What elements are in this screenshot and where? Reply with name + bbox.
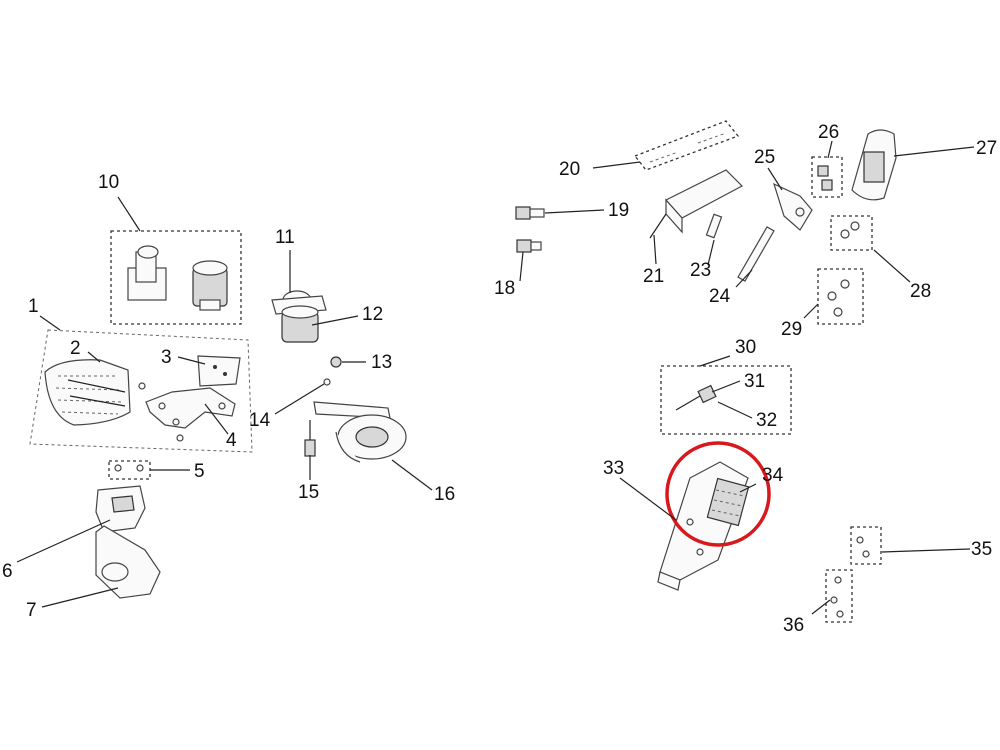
part-5-clip bbox=[114, 464, 122, 472]
part-labels: 1 2 3 4 5 6 7 10 11 12 13 14 15 16 18 19… bbox=[2, 122, 997, 636]
part-26-nut bbox=[821, 179, 833, 191]
part-13-nut bbox=[330, 356, 342, 368]
part-20-slot bbox=[697, 132, 727, 144]
part-31-connector bbox=[675, 384, 717, 411]
part-18-bolt bbox=[516, 239, 542, 253]
group-box-29 bbox=[817, 268, 864, 325]
part-36-screw bbox=[836, 610, 844, 618]
part-20-slot bbox=[649, 151, 679, 163]
label-24: 24 bbox=[709, 286, 731, 307]
part-12-relay-body bbox=[281, 305, 319, 343]
label-3: 3 bbox=[161, 347, 172, 368]
label-23: 23 bbox=[690, 260, 711, 281]
group-box-35 bbox=[850, 526, 882, 565]
part-14-washer bbox=[323, 378, 331, 386]
part-33-bracket bbox=[657, 461, 749, 591]
label-4: 4 bbox=[226, 430, 237, 451]
part-19-bolt bbox=[515, 206, 545, 220]
label-11: 11 bbox=[275, 227, 295, 248]
label-29: 29 bbox=[781, 319, 802, 340]
label-16: 16 bbox=[434, 484, 455, 505]
label-27: 27 bbox=[976, 138, 997, 159]
part-35-screw bbox=[856, 536, 864, 544]
part-36-screw bbox=[834, 576, 842, 584]
label-6: 6 bbox=[2, 561, 13, 582]
screw-small bbox=[176, 434, 184, 442]
label-14: 14 bbox=[249, 410, 271, 431]
label-7: 7 bbox=[26, 600, 37, 621]
group-box-1 bbox=[29, 329, 253, 453]
part-5-clip bbox=[136, 464, 144, 472]
label-25: 25 bbox=[754, 147, 775, 168]
part-7-switch-lower bbox=[95, 525, 161, 599]
group-box-28 bbox=[830, 215, 873, 251]
part-29-screw bbox=[827, 291, 837, 301]
part-29-screw bbox=[840, 279, 850, 289]
label-36: 36 bbox=[783, 615, 804, 636]
label-15: 15 bbox=[298, 482, 319, 503]
part-10-switch bbox=[127, 245, 228, 311]
label-1: 1 bbox=[28, 296, 39, 317]
part-27-cover bbox=[851, 129, 897, 201]
label-30: 30 bbox=[735, 337, 756, 358]
part-25-bracket bbox=[773, 182, 813, 231]
part-34-regulator bbox=[706, 477, 750, 527]
part-28-screw bbox=[840, 229, 850, 239]
label-19: 19 bbox=[608, 200, 629, 221]
part-4-mount-plate bbox=[145, 387, 236, 429]
label-35: 35 bbox=[971, 539, 992, 560]
group-box-10 bbox=[110, 230, 242, 325]
label-21: 21 bbox=[643, 266, 664, 287]
part-21-battery bbox=[649, 169, 743, 239]
part-26-nut bbox=[817, 165, 829, 177]
label-18: 18 bbox=[494, 278, 515, 299]
label-33: 33 bbox=[603, 458, 624, 479]
label-31: 31 bbox=[744, 371, 765, 392]
label-28: 28 bbox=[910, 281, 931, 302]
group-box-30 bbox=[660, 365, 792, 435]
part-20-pad-strip bbox=[633, 120, 740, 171]
part-23-fuse bbox=[705, 213, 723, 239]
label-5: 5 bbox=[194, 461, 205, 482]
label-34: 34 bbox=[762, 465, 784, 486]
part-35-screw bbox=[862, 550, 870, 558]
highlight-circle-part-34 bbox=[665, 441, 771, 547]
group-box-36 bbox=[825, 569, 853, 623]
part-3-bracket bbox=[197, 355, 241, 387]
label-10: 10 bbox=[98, 172, 119, 193]
group-box-26 bbox=[811, 156, 843, 198]
label-12: 12 bbox=[362, 304, 383, 325]
leader-lines bbox=[16, 140, 975, 615]
label-20: 20 bbox=[559, 159, 580, 180]
part-2-headlight-lens bbox=[44, 359, 131, 426]
label-2: 2 bbox=[70, 338, 81, 359]
part-29-screw bbox=[833, 307, 843, 317]
label-13: 13 bbox=[371, 352, 392, 373]
part-15-bolt bbox=[304, 420, 316, 457]
part-36-screw bbox=[830, 596, 838, 604]
part-16-horn bbox=[313, 401, 407, 463]
part-24-strap bbox=[737, 226, 775, 282]
part-28-screw bbox=[850, 221, 860, 231]
screw-small bbox=[138, 382, 146, 390]
label-32: 32 bbox=[756, 410, 777, 431]
label-26: 26 bbox=[818, 122, 839, 143]
part-6-switch-housing bbox=[95, 485, 146, 533]
